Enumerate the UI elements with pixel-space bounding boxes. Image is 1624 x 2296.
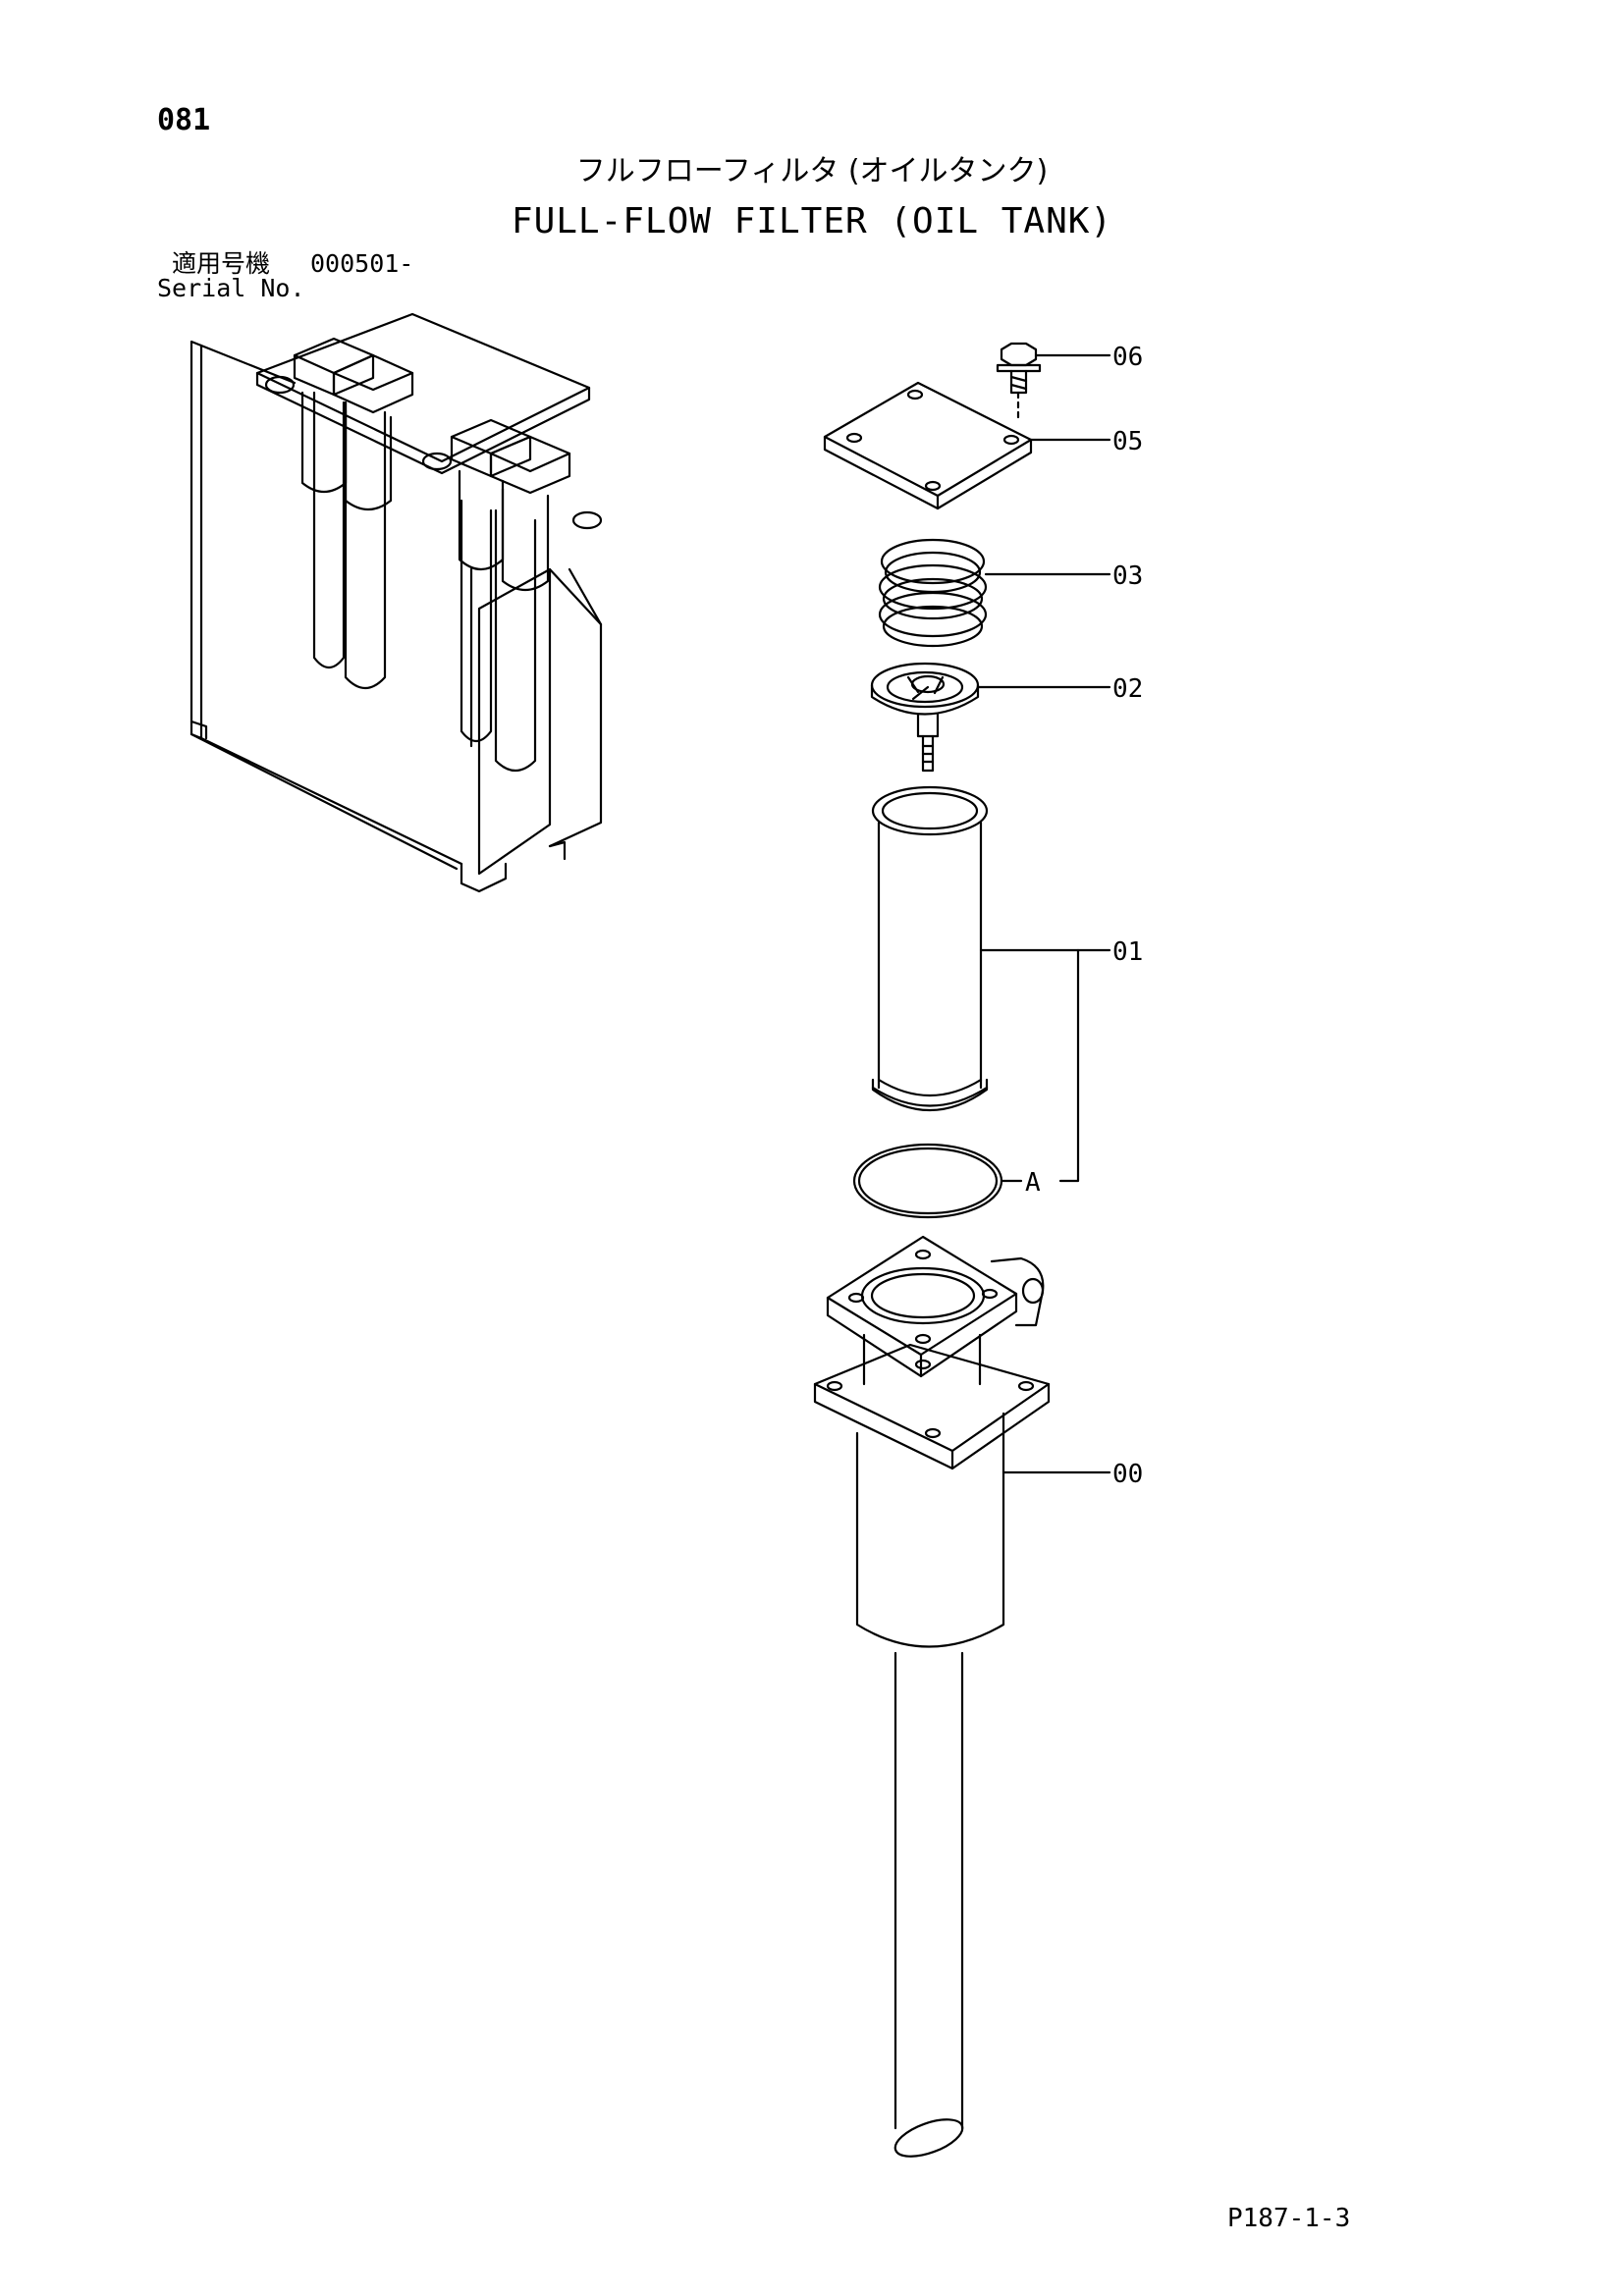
callout-A: A [1025,1168,1041,1198]
page-reference-code: P187-1-3 [1227,2204,1351,2233]
oil-tank-overview-illustration [189,312,603,893]
callout-05: 05 [1112,427,1143,456]
serial-label-japanese: 適用号機 [172,249,271,278]
filter-housing-00 [813,1235,1051,2158]
callout-06: 06 [1112,343,1143,372]
callout-00: 00 [1112,1460,1143,1489]
callout-02: 02 [1112,674,1143,704]
valve-assembly-02 [870,662,980,773]
serial-label-english: Serial No. [157,274,305,302]
serial-number-value: 000501- [310,249,414,278]
filter-element-01 [871,785,989,1112]
page-number: 081 [157,103,211,137]
callout-01: 01 [1112,937,1143,967]
spring-03 [878,538,988,648]
cover-plate-05 [823,381,1033,510]
callout-03: 03 [1112,561,1143,591]
o-ring-A [852,1143,1003,1219]
page-title-japanese: フルフローフィルタ (オイルタンク) [575,154,1049,188]
callout-leaders [976,353,1111,1474]
bolt-06 [996,342,1042,424]
page-title-english: FULL-FLOW FILTER (OIL TANK) [511,201,1113,241]
